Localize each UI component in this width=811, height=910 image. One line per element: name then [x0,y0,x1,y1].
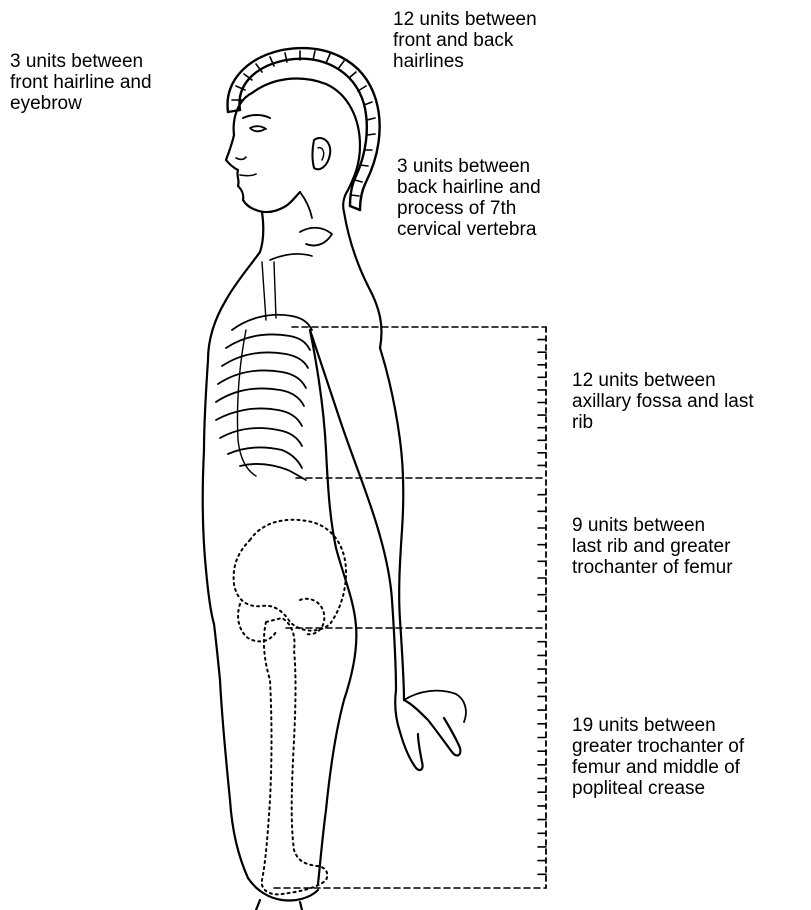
label-line: popliteal crease [572,778,808,799]
measuring-scale-ticks [538,340,546,875]
head-outline [226,78,360,218]
label-line: hairlines [393,51,613,72]
pelvis-dotted-outline [234,520,346,642]
label-line: 3 units between [397,156,627,177]
label-line: back hairline and [397,177,627,198]
label-line: 9 units between [572,515,808,536]
label-line: front hairline and [10,72,220,93]
label-line: 12 units between [572,370,808,391]
label-line: 3 units between [10,51,220,72]
label-line: axillary fossa and last [572,391,808,412]
label-line: front and back [393,30,613,51]
label-line: last rib and greater [572,536,808,557]
label-line: process of 7th [397,198,627,219]
label-line: 19 units between [572,715,808,736]
label-trochanter-popliteal: 19 units between greater trochanter of f… [572,715,808,799]
horizontal-measurement-lines [274,327,546,888]
label-line: cervical vertebra [397,219,627,240]
label-line: greater trochanter of [572,736,808,757]
femur-dotted-outline [262,599,328,895]
label-axilla-last-rib: 12 units between axillary fossa and last… [572,370,808,433]
label-front-hairline-eyebrow: 3 units between front hairline and eyebr… [10,51,220,114]
label-line: trochanter of femur [572,557,808,578]
label-line: 12 units between [393,9,613,30]
label-front-back-hairlines: 12 units between front and back hairline… [393,9,613,72]
label-back-hairline-c7: 3 units between back hairline and proces… [397,156,627,240]
back-and-leg-outline [310,330,356,884]
label-line: eyebrow [10,93,220,114]
arm-outline [310,330,466,770]
label-line: rib [572,412,808,433]
label-line: femur and middle of [572,757,808,778]
label-last-rib-trochanter: 9 units between last rib and greater tro… [572,515,808,578]
